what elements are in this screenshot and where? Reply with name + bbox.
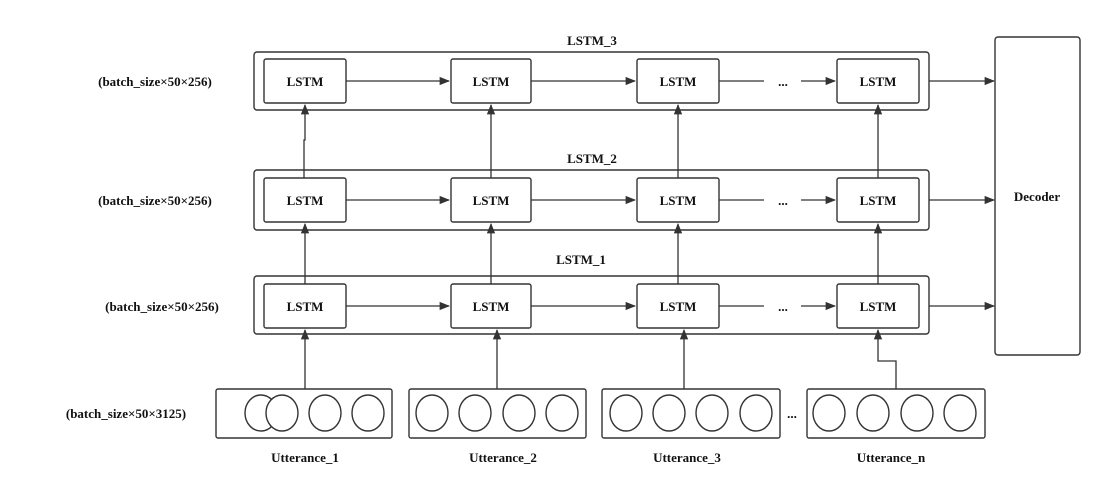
layer-shape-label: (batch_size×50×256): [98, 193, 212, 208]
feature-circle: [900, 394, 934, 432]
lstm-cell-label: LSTM: [473, 193, 510, 208]
lstm-cell-label: LSTM: [287, 74, 324, 89]
feature-circle: [652, 394, 686, 432]
feature-circle: [502, 394, 536, 432]
lstm-cell-label: LSTM: [287, 299, 324, 314]
utterance-label: Utterance_1: [271, 450, 339, 465]
feature-circle: [458, 394, 492, 432]
up-arrow: [873, 328, 897, 389]
feature-circle: [415, 394, 449, 432]
lstm-cell-label: LSTM: [473, 299, 510, 314]
layer-lstm-1: LSTM_1 (batch_size×50×256) LSTM LSTM LST…: [105, 252, 996, 335]
layer-shape-label: (batch_size×50×256): [98, 74, 212, 89]
lstm-cell-label: LSTM: [473, 74, 510, 89]
sequence-ellipsis: ...: [778, 193, 788, 208]
feature-circle: [265, 394, 299, 432]
feature-circle: [943, 394, 977, 432]
feature-circle: [856, 394, 890, 432]
sequence-ellipsis: ...: [778, 74, 788, 89]
lstm-cell-label: LSTM: [287, 193, 324, 208]
lstm-cell-label: LSTM: [660, 299, 697, 314]
utterance-label: Utterance_n: [857, 450, 926, 465]
utterance-label: Utterance_3: [653, 450, 721, 465]
lstm-cell-label: LSTM: [860, 74, 897, 89]
utterance-box: [806, 388, 986, 439]
inter-layer-arrows: [300, 103, 897, 389]
feature-circle: [695, 394, 729, 432]
sequence-ellipsis: ...: [778, 299, 788, 314]
feature-circle: [739, 394, 773, 432]
input-shape-label: (batch_size×50×3125): [66, 406, 186, 421]
layer-container: [253, 275, 930, 335]
utterance-box: [601, 388, 781, 439]
decoder-label: Decoder: [1014, 189, 1060, 204]
lstm-cell: [836, 58, 920, 104]
layer-lstm-3: LSTM_3 (batch_size×50×256) LSTM LSTM LST…: [98, 33, 996, 111]
feature-circle: [308, 394, 342, 432]
feature-circle: [545, 394, 579, 432]
lstm-cell-label: LSTM: [660, 193, 697, 208]
input-utterances: (batch_size×50×3125) Utterance_1 Utteran…: [66, 388, 986, 465]
lstm-cell-label: LSTM: [860, 299, 897, 314]
layer-shape-label: (batch_size×50×256): [105, 299, 219, 314]
utterance-box: [408, 388, 587, 439]
utterance-ellipsis: ...: [787, 406, 797, 421]
feature-circle: [351, 394, 385, 432]
decoder-block: Decoder: [994, 36, 1081, 356]
feature-circle: [609, 394, 643, 432]
feature-circle: [812, 394, 846, 432]
layer-lstm-2: LSTM_2 (batch_size×50×256) LSTM LSTM LST…: [98, 151, 996, 231]
layer-title-lstm-1: LSTM_1: [556, 252, 606, 267]
utterance-label: Utterance_2: [469, 450, 537, 465]
decoder-box: [994, 36, 1081, 356]
lstm-cell-label: LSTM: [660, 74, 697, 89]
layer-title-lstm-2: LSTM_2: [567, 151, 617, 166]
lstm-cell-label: LSTM: [860, 193, 897, 208]
layer-title-lstm-3: LSTM_3: [567, 33, 617, 48]
utterance-box: [215, 388, 393, 439]
up-arrow: [300, 103, 310, 178]
